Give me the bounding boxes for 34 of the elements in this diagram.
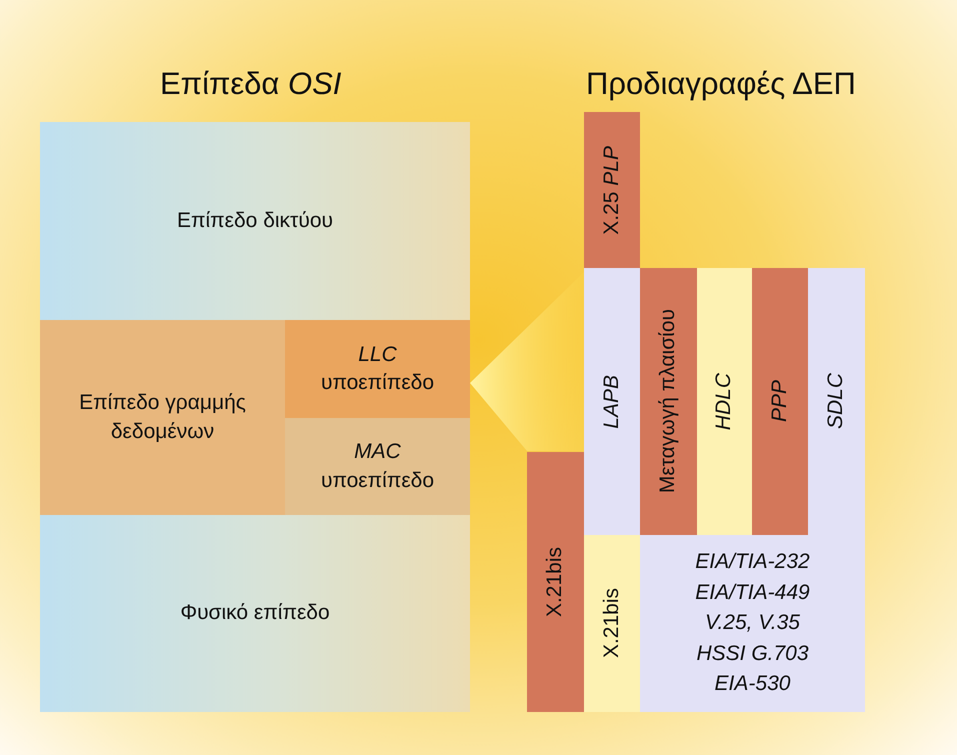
- spec-label: X.21bis: [542, 546, 568, 618]
- column-heading: Προδιαγραφές ΔΕΠ: [586, 66, 856, 102]
- layer-band: [40, 515, 470, 712]
- layer-label: Φυσικό επίπεδο: [180, 600, 330, 626]
- spec-label: HDLC: [711, 372, 736, 430]
- spec-label: X.21bis: [598, 588, 624, 659]
- spec-column: [808, 268, 865, 535]
- diagram-title: Επίπεδα OSI: [160, 66, 342, 102]
- spec-column: [584, 112, 640, 268]
- layer-band: [40, 320, 470, 515]
- layer-label: LLC υποεπίπεδο: [320, 342, 436, 396]
- layer-label: Επίπεδο δικτύου: [176, 208, 333, 234]
- layer-label: EIA/TIA-232: [695, 549, 810, 576]
- layer-label: EIA/TIA-449: [695, 580, 810, 606]
- spec-column: [640, 268, 697, 535]
- layer-label: HSSI G.703: [696, 640, 809, 667]
- spec-label: PPP: [766, 380, 792, 423]
- spec-label: LAPB: [598, 374, 624, 428]
- spec-column: [584, 535, 640, 712]
- spec-label: Μεταγωγή πλαισίου: [655, 309, 680, 494]
- layer-label: MAC υποεπίπεδο: [320, 439, 436, 494]
- layer-band: [640, 535, 865, 712]
- spec-column: [697, 268, 752, 535]
- layer-label: V.25, V.35: [705, 610, 800, 636]
- spec-label: SDLC: [823, 373, 848, 430]
- spec-column: [527, 452, 584, 712]
- sublayer-box: [285, 418, 470, 515]
- layer-label: Επίπεδο γραμμής δεδομένων: [78, 390, 247, 444]
- spec-column: [752, 268, 808, 535]
- sublayer-box: [285, 320, 470, 418]
- layer-label: EIA-530: [714, 671, 790, 698]
- spec-label: X.25 PLP: [598, 146, 624, 234]
- spec-column: [584, 268, 640, 535]
- layer-band: [40, 122, 470, 320]
